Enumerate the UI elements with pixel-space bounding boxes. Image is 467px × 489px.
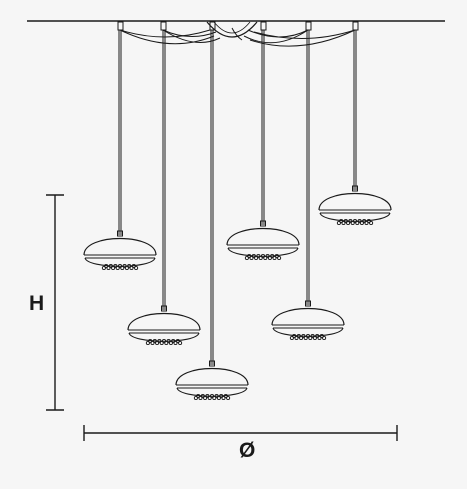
diameter-label: Ø — [239, 439, 256, 462]
pendant-lamp — [271, 30, 345, 341]
crystal-cluster — [101, 263, 139, 271]
rod-connector — [352, 185, 358, 192]
pendant-lamp — [318, 30, 392, 226]
shade-dome — [175, 368, 249, 386]
shade-dome — [271, 308, 345, 326]
pendant-lamp — [226, 30, 300, 261]
ceiling-canopy — [206, 21, 258, 38]
pendant-lamp — [83, 30, 157, 271]
pendant-group — [83, 30, 392, 401]
shade-glass — [319, 212, 391, 222]
crystal-cluster — [336, 218, 374, 226]
shade-dome — [83, 238, 157, 256]
shade-glass — [176, 387, 248, 397]
pendant-lamp — [175, 30, 249, 401]
shade-glass — [272, 327, 344, 337]
rod-connector — [161, 305, 167, 312]
ceiling-anchors — [117, 21, 359, 31]
crystal-cluster — [289, 333, 327, 341]
rod-connector — [305, 300, 311, 307]
shade-glass — [84, 257, 156, 267]
height-label: H — [29, 292, 45, 315]
rod-connector — [209, 360, 215, 367]
power-cables — [119, 27, 356, 47]
height-dimension — [46, 194, 64, 411]
crystal-cluster — [244, 253, 282, 261]
shade-dome — [226, 228, 300, 246]
crystal-cluster — [145, 338, 183, 346]
pendant-lamp — [127, 30, 201, 346]
rod-connector — [260, 220, 266, 227]
crystal-cluster — [193, 393, 231, 401]
shade-dome — [318, 193, 392, 211]
diameter-dimension — [83, 425, 398, 441]
rod-connector — [117, 230, 123, 237]
shade-glass — [227, 247, 299, 257]
canopy-inner — [213, 21, 251, 34]
shade-glass — [128, 332, 200, 342]
shade-dome — [127, 313, 201, 331]
